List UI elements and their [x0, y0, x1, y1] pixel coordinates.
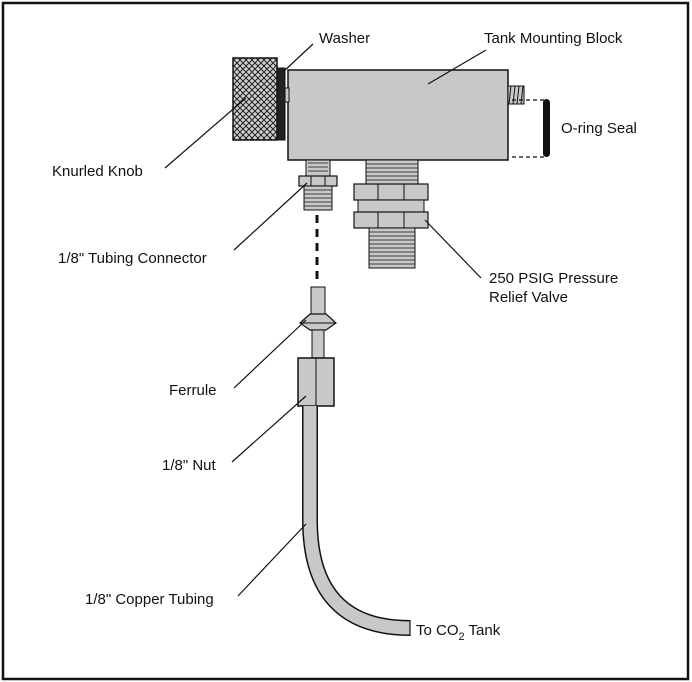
label-tank-mounting-block: Tank Mounting Block	[484, 30, 623, 47]
copper-tubing	[303, 406, 411, 635]
label-to-co2-prefix: To CO	[416, 622, 459, 639]
label-relief-valve-line2: Relief Valve	[489, 289, 568, 306]
tubing-connector	[298, 159, 338, 211]
tank-mounting-block	[287, 69, 509, 161]
label-tubing-connector: 1/8" Tubing Connector	[58, 250, 207, 267]
label-washer: Washer	[319, 30, 370, 47]
tube-tip	[310, 286, 326, 318]
washer-stem	[284, 87, 290, 103]
knurled-knob	[232, 57, 278, 141]
leader-lines	[164, 43, 487, 597]
label-to-co2-suffix: Tank	[465, 622, 501, 639]
label-relief-valve-line1: 250 PSIG Pressure	[489, 270, 618, 287]
block-side-thread	[507, 85, 525, 105]
washer	[276, 67, 286, 141]
tube-segment	[311, 329, 325, 359]
label-o-ring-seal: O-ring Seal	[561, 120, 637, 137]
label-ferrule: Ferrule	[169, 382, 217, 399]
label-to-co2-subscript: 2	[459, 631, 465, 643]
label-nut: 1/8" Nut	[162, 457, 217, 474]
pressure-relief-valve	[353, 159, 429, 269]
label-to-co2-tank: To CO2 Tank	[416, 622, 501, 643]
label-knurled-knob: Knurled Knob	[52, 163, 143, 180]
label-copper-tubing: 1/8" Copper Tubing	[85, 591, 214, 608]
o-ring-seal	[543, 99, 550, 157]
